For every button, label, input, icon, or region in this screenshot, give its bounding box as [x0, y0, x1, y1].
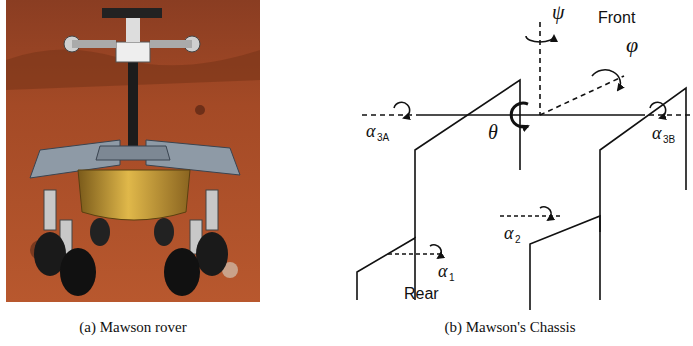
joint-subscript: 2	[515, 235, 521, 245]
leg	[206, 190, 218, 230]
rover-photo	[6, 0, 260, 302]
bogie-axis	[500, 215, 562, 217]
alpha1-rotation	[430, 245, 441, 258]
joint-symbol: α	[504, 224, 513, 242]
differential-axis	[362, 114, 418, 116]
alpha3a-rotation	[394, 102, 410, 118]
alpha2-rotation	[540, 207, 551, 220]
roll-symbol: φ	[626, 34, 638, 56]
camera-arm	[150, 40, 192, 48]
wheel	[196, 232, 228, 276]
rock	[195, 105, 205, 115]
joint-symbol: α	[438, 262, 447, 280]
right-bogie	[530, 216, 600, 310]
direction-label: Front	[598, 10, 635, 26]
right-rocker	[600, 88, 686, 232]
main-axle	[418, 114, 640, 116]
joint-symbol: α	[366, 122, 375, 140]
sensor-bar	[102, 8, 162, 18]
wheel	[60, 248, 96, 296]
wheel	[90, 218, 110, 246]
bogie-axis	[388, 253, 440, 255]
mars-ground	[6, 0, 260, 302]
solar-panel	[96, 146, 170, 160]
roll-rotation	[592, 70, 620, 90]
camera-arm	[72, 40, 116, 48]
wheel	[154, 218, 174, 246]
left-rocker	[415, 80, 520, 238]
figure-caption: (a) Mawson rover	[79, 320, 186, 335]
joint-subscript: 1	[449, 273, 455, 283]
joint-subscript: 3B	[663, 135, 675, 145]
joint-symbol: α	[652, 124, 661, 142]
yaw-rotation	[526, 36, 554, 42]
roll-axis	[540, 76, 624, 115]
sensor-post	[126, 18, 140, 42]
yaw-symbol: ψ	[552, 2, 564, 22]
rover-body	[78, 170, 190, 220]
direction-label: Rear	[404, 286, 439, 302]
joint-subscript: 3A	[377, 133, 389, 143]
leg	[44, 190, 56, 230]
camera-mount	[116, 42, 150, 62]
figure-caption: (b) Mawson's Chassis	[444, 320, 575, 335]
yaw-axis	[539, 22, 541, 115]
pitch-symbol: θ	[488, 122, 498, 142]
chassis-diagram	[357, 22, 690, 310]
wheel	[164, 248, 200, 296]
